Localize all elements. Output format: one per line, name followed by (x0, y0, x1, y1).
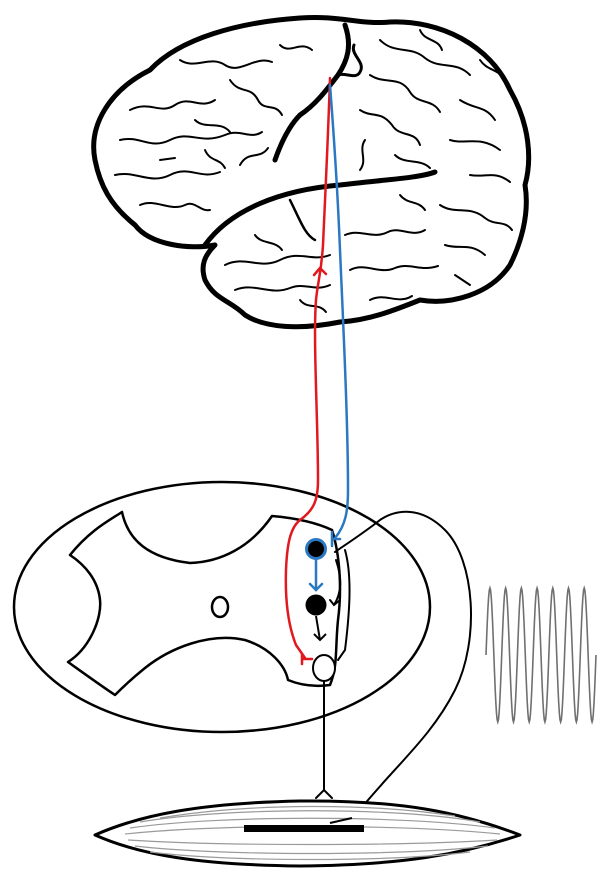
spinal-cord-outline (14, 482, 430, 732)
brain (94, 17, 529, 326)
muscle (95, 801, 520, 866)
central-canal (212, 597, 228, 617)
red-pathway (286, 78, 330, 664)
interneuron-to-motor-axon (314, 616, 326, 640)
motor-endplate (316, 790, 332, 798)
central-sulcus (275, 25, 349, 160)
motor-neuron (313, 655, 335, 681)
gray-matter-butterfly (68, 512, 340, 695)
black-interneuron (306, 595, 327, 616)
muscle-spindle (244, 825, 364, 832)
blue-descending-axon (330, 85, 348, 538)
blue-neuron (307, 540, 326, 559)
red-descending-axon (286, 78, 330, 658)
lateral-fissure-branch (290, 200, 315, 240)
spinal-cord-section (14, 482, 430, 732)
lateral-fissure (205, 172, 435, 245)
gyri-lines (115, 30, 512, 312)
tremor-oscillation-trace (486, 588, 596, 722)
